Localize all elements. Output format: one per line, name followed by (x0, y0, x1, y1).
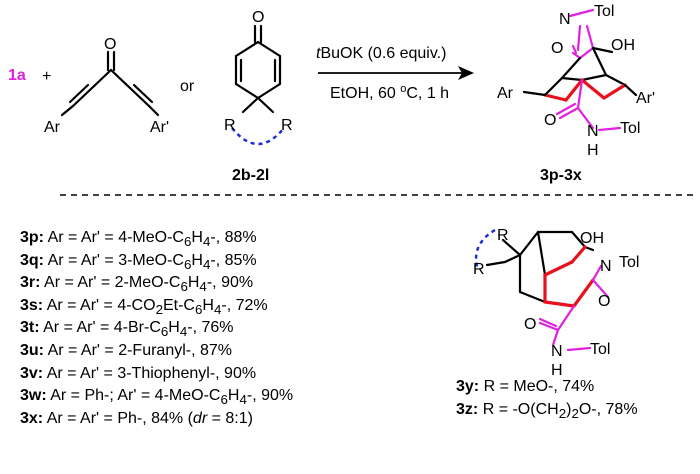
condition-solvent-temp: EtOH, 60 oC, 1 h (330, 83, 449, 102)
yz-r1: R (497, 227, 509, 244)
yz-oh: OH (580, 230, 604, 247)
result-row-3z: 3z: R = -O(CH2)2O-, 78% (456, 400, 638, 421)
product-n-tol: Tol (594, 3, 614, 20)
quinone-r1: R (224, 117, 236, 134)
dienone-ar: Ar (44, 119, 61, 136)
result-row-3x: 3x: Ar = Ar' = Ph-, 84% (dr = 8:1) (20, 409, 253, 427)
yz-amide-n: N (551, 343, 563, 360)
result-row-3p: 3p: Ar = Ar' = 4-MeO-C6H4-, 88% (20, 229, 257, 250)
yz-n: N (600, 258, 612, 275)
yz-amide-h: H (551, 362, 563, 379)
product-amide-tol: Tol (620, 120, 640, 137)
product-amide-o: O (544, 112, 556, 129)
result-row-3w: 3w: Ar = Ph-; Ar' = 4-MeO-C6H4-, 90% (20, 387, 294, 408)
condition-base: tBuOK (0.6 equiv.) (316, 45, 446, 62)
yz-amide-tol: Tol (590, 341, 610, 358)
results-yz-list: 3y: R = MeO-, 74% 3z: R = -O(CH2)2O-, 78… (456, 378, 638, 423)
quinone-ketal-structure: O R R (224, 9, 293, 146)
dienone-structure: O Ar Ar' (44, 36, 169, 136)
dienone-oxygen: O (104, 36, 116, 53)
yz-r2: R (473, 261, 485, 278)
product-n: N (559, 11, 571, 28)
yz-amide-o: O (524, 316, 536, 333)
product-ar: Ar (497, 85, 514, 102)
quinone-r2: R (281, 117, 293, 134)
result-row-3t: 3t: Ar = Ar' = 4-Br-C6H4-, 76% (20, 319, 234, 340)
product-lactam-o: O (551, 40, 563, 57)
product-yz-structure: R R OH N Tol O O N H Tol (473, 227, 639, 379)
product-oh: OH (611, 37, 635, 54)
results-list: 3p: Ar = Ar' = 4-MeO-C6H4-, 88% 3q: Ar =… (20, 229, 293, 432)
quinone-oxygen: O (252, 9, 264, 26)
yz-n-tol: Tol (619, 254, 639, 271)
plus-sign: + (42, 68, 51, 85)
dienone-ar-prime: Ar' (150, 119, 169, 136)
product-label: 3p-3x (540, 167, 582, 184)
reactant-label: 1a (8, 67, 26, 84)
result-row-3s: 3s: Ar = Ar' = 4-CO2Et-C6H4-, 72% (20, 296, 268, 317)
result-row-3u: 3u: Ar = Ar' = 2-Furanyl-, 87% (20, 341, 233, 359)
reaction-arrowhead (458, 66, 474, 80)
product-structure: N Tol O OH Ar Ar' O N H Tol (497, 3, 655, 159)
result-row-3y: 3y: R = MeO-, 74% (456, 378, 595, 395)
result-row-3q: 3q: Ar = Ar' = 3-MeO-C6H4-, 85% (20, 251, 257, 272)
result-row-3r: 3r: Ar = Ar' = 2-MeO-C6H4-, 90% (20, 274, 254, 295)
product-ar-prime: Ar' (636, 90, 655, 107)
reagent-label: 2b-2l (232, 167, 269, 184)
or-text: or (180, 78, 195, 95)
product-amide-h: H (587, 142, 599, 159)
result-row-3v: 3v: Ar = Ar' = 3-Thiophenyl-, 90% (20, 364, 257, 382)
product-amide-n: N (587, 123, 599, 140)
yz-lactam-o: O (598, 293, 610, 310)
